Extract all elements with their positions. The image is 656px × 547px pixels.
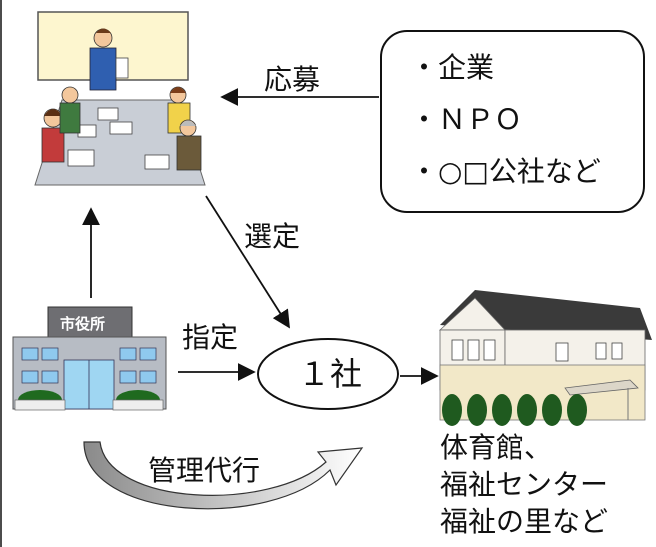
- applicant-item: ・企業: [410, 51, 495, 84]
- applicant-item: ・ＮＰＯ: [410, 103, 523, 136]
- meeting-illustration: [30, 10, 206, 186]
- company-label: １社: [298, 355, 363, 393]
- management-label: 管理代行: [148, 454, 261, 487]
- city-hall-illustration: [12, 306, 167, 411]
- apply-label: 応募: [264, 63, 321, 96]
- management-curved-arrow: [83, 441, 364, 510]
- applicant-item: ・○□公社など: [410, 155, 601, 188]
- facility-illustration: [438, 290, 652, 426]
- applicants-list: ・企業 ・ＮＰＯ ・○□公社など: [410, 54, 601, 186]
- city-hall-sign: 市役所: [60, 315, 106, 333]
- facility-item: 福祉センター: [440, 468, 609, 501]
- select-label: 選定: [244, 220, 301, 253]
- company-ellipse: [257, 338, 399, 410]
- facilities-list: 体育館、 福祉センター 福祉の里など: [440, 434, 608, 536]
- facility-item: 体育館、: [440, 431, 553, 464]
- applicants-box: [380, 30, 645, 213]
- facility-item: 福祉の里など: [440, 505, 609, 538]
- select-arrow: [205, 195, 290, 329]
- designate-label: 指定: [182, 321, 239, 354]
